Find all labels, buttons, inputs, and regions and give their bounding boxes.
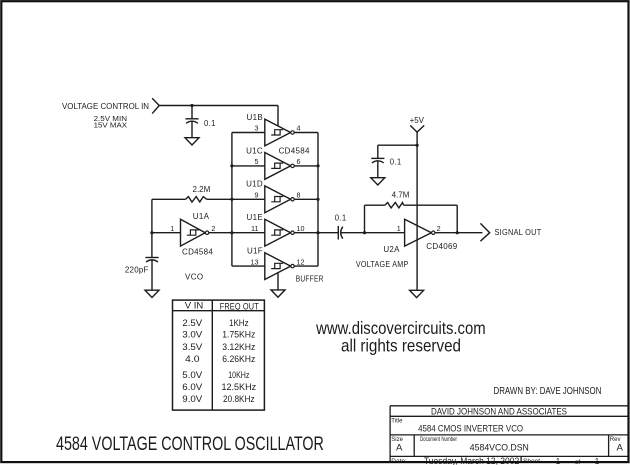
svg-text:13: 13 <box>251 257 259 266</box>
svg-text:VOLTAGE AMP: VOLTAGE AMP <box>356 260 409 269</box>
svg-text:V IN: V IN <box>185 301 204 311</box>
svg-text:U1D: U1D <box>246 180 263 189</box>
svg-text:all rights reserved: all rights reserved <box>341 336 461 356</box>
svg-text:U2A: U2A <box>383 245 400 254</box>
svg-text:CD4584: CD4584 <box>279 147 310 156</box>
svg-text:A: A <box>396 443 403 454</box>
svg-text:0.1: 0.1 <box>204 119 216 128</box>
svg-text:DAVID JOHNSON AND ASSOCIATES: DAVID JOHNSON AND ASSOCIATES <box>431 406 567 417</box>
svg-text:5: 5 <box>255 157 259 166</box>
svg-text:+5V: +5V <box>410 116 425 125</box>
svg-text:3.5V: 3.5V <box>182 342 203 352</box>
svg-text:3.0V: 3.0V <box>182 329 203 339</box>
svg-text:2.5V MIN: 2.5V MIN <box>94 114 127 123</box>
svg-text:10KHz: 10KHz <box>228 370 249 380</box>
svg-text:12.5KHz: 12.5KHz <box>222 382 257 392</box>
svg-text:U1F: U1F <box>247 247 263 256</box>
svg-text:2.5V: 2.5V <box>182 318 203 328</box>
svg-text:BUFFER: BUFFER <box>296 274 324 283</box>
svg-text:VCO: VCO <box>185 273 204 282</box>
svg-text:U1C: U1C <box>246 146 263 155</box>
svg-text:12: 12 <box>297 257 305 266</box>
svg-text:CD4069: CD4069 <box>426 242 457 251</box>
svg-text:3: 3 <box>255 124 259 133</box>
svg-text:Size: Size <box>391 437 403 443</box>
svg-text:1KHz: 1KHz <box>229 318 249 328</box>
svg-text:6: 6 <box>297 157 301 166</box>
svg-text:U1A: U1A <box>193 212 210 221</box>
svg-text:SIGNAL OUT: SIGNAL OUT <box>495 228 542 237</box>
svg-text:3.12KHz: 3.12KHz <box>222 342 255 352</box>
svg-text:11: 11 <box>251 224 258 233</box>
svg-text:6.26KHz: 6.26KHz <box>222 354 255 364</box>
svg-text:15V MAX: 15V MAX <box>94 120 127 129</box>
svg-text:VOLTAGE CONTROL IN: VOLTAGE CONTROL IN <box>62 102 149 111</box>
svg-text:Title: Title <box>391 418 403 424</box>
svg-text:DRAWN BY: DAVE JOHNSON: DRAWN BY: DAVE JOHNSON <box>494 386 602 397</box>
svg-text:9.0V: 9.0V <box>182 394 203 404</box>
svg-text:0.1: 0.1 <box>390 158 402 167</box>
svg-text:4: 4 <box>297 124 301 133</box>
svg-text:4.7M: 4.7M <box>392 191 410 200</box>
svg-text:2: 2 <box>437 224 441 233</box>
svg-text:20.8KHz: 20.8KHz <box>223 394 255 404</box>
svg-text:4.0: 4.0 <box>185 354 200 364</box>
svg-text:0.1: 0.1 <box>335 214 347 223</box>
svg-text:9: 9 <box>255 191 259 200</box>
svg-text:U1B: U1B <box>247 113 263 122</box>
svg-text:A: A <box>617 443 624 454</box>
svg-text:1.75KHz: 1.75KHz <box>222 329 255 339</box>
svg-text:6.0V: 6.0V <box>182 382 203 392</box>
svg-text:1: 1 <box>397 224 401 233</box>
svg-text:1: 1 <box>170 224 174 233</box>
svg-text:5.0V: 5.0V <box>182 370 203 380</box>
svg-text:www.discovercircuits.com: www.discovercircuits.com <box>315 318 485 338</box>
svg-text:Tuesday, March 12, 2002: Tuesday, March 12, 2002 <box>424 456 519 465</box>
svg-text:Rev: Rev <box>610 437 621 443</box>
svg-text:2.2M: 2.2M <box>193 185 211 194</box>
svg-text:4584 VOLTAGE CONTROL OSCILLATO: 4584 VOLTAGE CONTROL OSCILLATOR <box>56 434 324 455</box>
svg-text:FREQ OUT: FREQ OUT <box>220 301 259 311</box>
svg-text:CD4584: CD4584 <box>182 247 213 256</box>
svg-text:2: 2 <box>211 224 215 233</box>
svg-text:U1E: U1E <box>247 213 263 222</box>
svg-text:4584VCO.DSN: 4584VCO.DSN <box>470 442 529 453</box>
svg-text:10: 10 <box>297 224 305 233</box>
svg-text:8: 8 <box>297 191 301 200</box>
svg-text:220pF: 220pF <box>125 265 149 274</box>
svg-text:Document Number: Document Number <box>420 437 457 443</box>
svg-text:4584 CMOS INVERTER VCO: 4584 CMOS INVERTER VCO <box>418 424 523 435</box>
